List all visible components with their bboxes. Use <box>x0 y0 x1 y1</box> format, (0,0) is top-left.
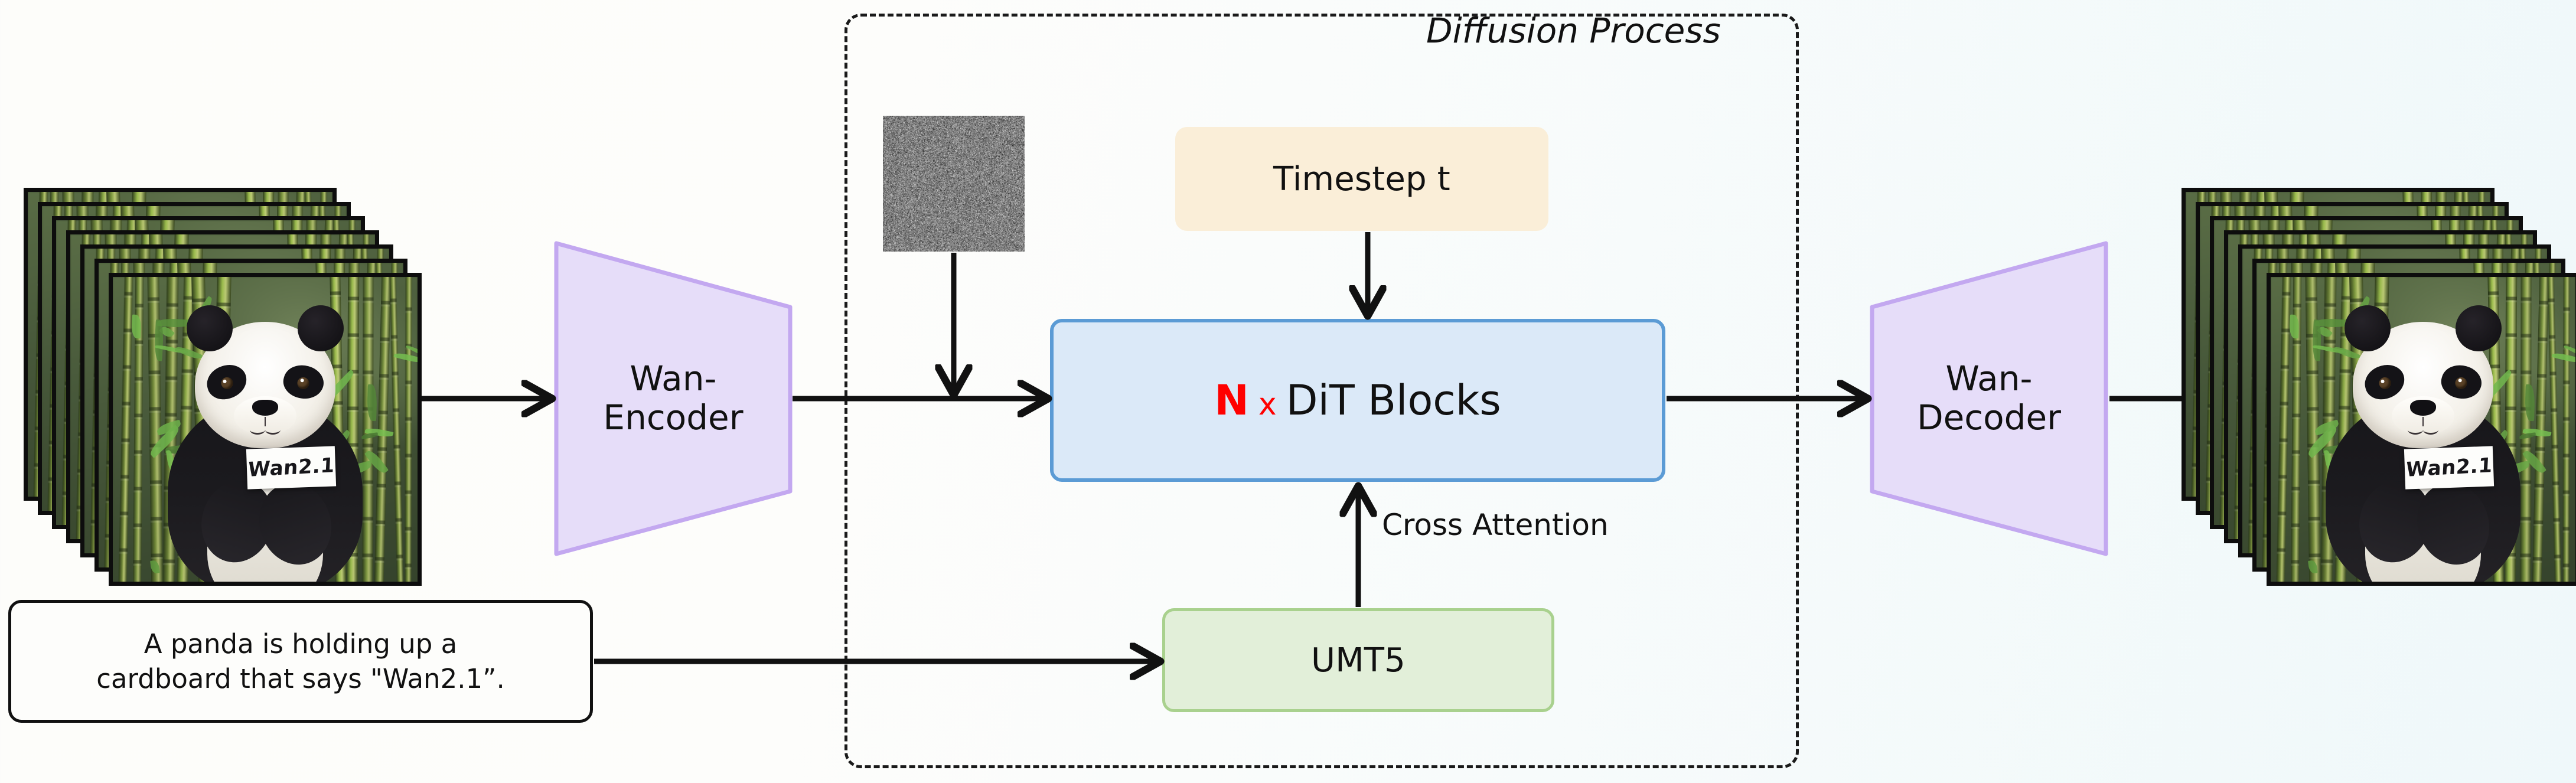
panda-ear-left <box>2345 305 2391 351</box>
dit-label: DiT Blocks <box>1286 376 1501 425</box>
panda-eye-left <box>220 376 234 391</box>
noise-canvas <box>883 116 1025 252</box>
encoder-shape <box>554 241 793 556</box>
encoder-label-line1: Wan- <box>630 358 717 399</box>
decoder-label-line1: Wan- <box>1945 358 2033 399</box>
panda-mouth <box>250 417 281 435</box>
diffusion-process-label: Diffusion Process <box>1426 11 1721 51</box>
cardboard-sign-text: Wan2.1 <box>247 454 335 482</box>
wan-decoder-block[interactable]: Wan- Decoder <box>1870 241 2108 556</box>
video-frame-scene: Wan2.1 <box>2271 277 2575 582</box>
video-frame: Wan2.1 <box>2267 273 2576 586</box>
cardboard-sign-text: Wan2.1 <box>2405 454 2493 482</box>
timestep-block[interactable]: Timestep t <box>1175 127 1548 231</box>
input-video-frames: Wan2.1Wan2.1Wan2.1Wan2.1Wan2.1Wan2.1Wan2… <box>24 188 437 589</box>
panda-nose <box>252 400 278 416</box>
panda-eyepatch-right <box>279 360 328 404</box>
encoder-label-line2: Encoder <box>603 397 744 438</box>
decoder-shape <box>1870 241 2108 556</box>
panda-eyepatch-left <box>2360 360 2409 404</box>
dit-times-symbol: x <box>1258 387 1277 422</box>
panda-eye-right <box>296 376 311 391</box>
cross-attention-label: Cross Attention <box>1382 508 1609 542</box>
panda-eyepatch-right <box>2437 360 2486 404</box>
cardboard-sign: Wan2.1 <box>2404 446 2495 490</box>
wan-encoder-block[interactable]: Wan- Encoder <box>554 241 793 556</box>
output-video-frames: Wan2.1Wan2.1Wan2.1Wan2.1Wan2.1Wan2.1Wan2… <box>2182 188 2576 589</box>
diffusion-process-region <box>844 14 1799 768</box>
cardboard-sign: Wan2.1 <box>246 446 337 490</box>
dit-repeat-symbol: N <box>1214 376 1249 425</box>
panda-eye-right <box>2454 376 2469 391</box>
umt5-text-encoder-block[interactable]: UMT5 <box>1162 608 1554 712</box>
video-frame-scene: Wan2.1 <box>113 277 418 582</box>
encoder-label: Wan- Encoder <box>603 360 743 437</box>
prompt-line-1: A panda is holding up a <box>144 628 458 660</box>
panda-ear-right <box>2456 305 2502 351</box>
prompt-line-2: cardboard that says "Wan2.1”. <box>96 663 505 694</box>
text-prompt-content: A panda is holding up a cardboard that s… <box>87 627 514 697</box>
umt5-label: UMT5 <box>1311 641 1406 680</box>
panda-head <box>187 305 344 448</box>
dit-blocks-block[interactable]: N x DiT Blocks <box>1050 319 1665 482</box>
panda-nose <box>2410 400 2436 416</box>
panda-head <box>2345 305 2502 448</box>
panda-eyepatch-left <box>203 360 251 404</box>
text-prompt-box[interactable]: A panda is holding up a cardboard that s… <box>8 600 593 723</box>
timestep-label: Timestep t <box>1273 159 1450 198</box>
panda-mouth <box>2408 417 2438 435</box>
bamboo-cane <box>2562 277 2570 582</box>
decoder-label: Wan- Decoder <box>1917 360 2061 437</box>
panda-ear-left <box>187 305 233 351</box>
bamboo-cane <box>405 277 412 582</box>
decoder-label-line2: Decoder <box>1916 397 2062 438</box>
video-frame: Wan2.1 <box>109 273 422 586</box>
gaussian-noise-patch <box>883 116 1025 252</box>
panda-ear-right <box>298 305 344 351</box>
panda-eye-left <box>2378 376 2392 391</box>
